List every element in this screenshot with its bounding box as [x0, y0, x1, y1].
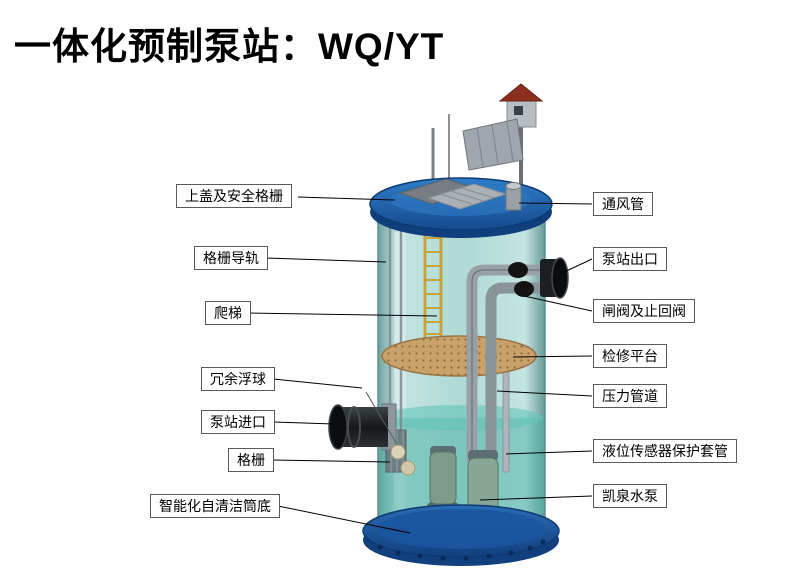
float-balls — [365, 391, 416, 476]
pressure-pipes — [466, 264, 540, 466]
label-redundant-float: 冗余浮球 — [201, 367, 275, 391]
label-pressure-pipe: 压力管道 — [593, 384, 667, 408]
outlet-flange — [540, 257, 569, 299]
page-title: 一体化预制泵站：WQ/YT — [14, 26, 445, 67]
ladder — [423, 228, 443, 338]
label-top-cover-safety-grille: 上盖及安全格栅 — [176, 184, 292, 208]
vent-pipe — [505, 182, 522, 211]
label-maintenance-platform: 检修平台 — [593, 344, 667, 368]
label-self-cleaning-bottom: 智能化自清洁筒底 — [150, 494, 280, 518]
label-station-outlet: 泵站出口 — [593, 247, 667, 271]
label-grille-guide-rail: 格栅导轨 — [194, 246, 268, 270]
leader-lines — [248, 196, 593, 534]
sensor-sleeve — [502, 361, 510, 473]
label-station-inlet: 泵站进口 — [201, 410, 275, 434]
tank-base — [362, 504, 560, 566]
label-kaiquan-pump: 凯泉水泵 — [593, 484, 667, 508]
inlet-pipe — [328, 403, 397, 451]
valves — [508, 262, 534, 297]
label-ladder: 爬梯 — [205, 301, 251, 325]
top-cover-hatch — [398, 178, 508, 210]
maintenance-platform — [381, 335, 537, 377]
label-grille: 格栅 — [228, 448, 274, 472]
label-gate-check-valve: 闸阀及止回阀 — [593, 299, 695, 323]
label-vent-pipe: 通风管 — [593, 192, 653, 216]
solar-panel — [462, 118, 524, 171]
label-level-sensor-sleeve: 液位传感器保护套管 — [593, 439, 737, 463]
